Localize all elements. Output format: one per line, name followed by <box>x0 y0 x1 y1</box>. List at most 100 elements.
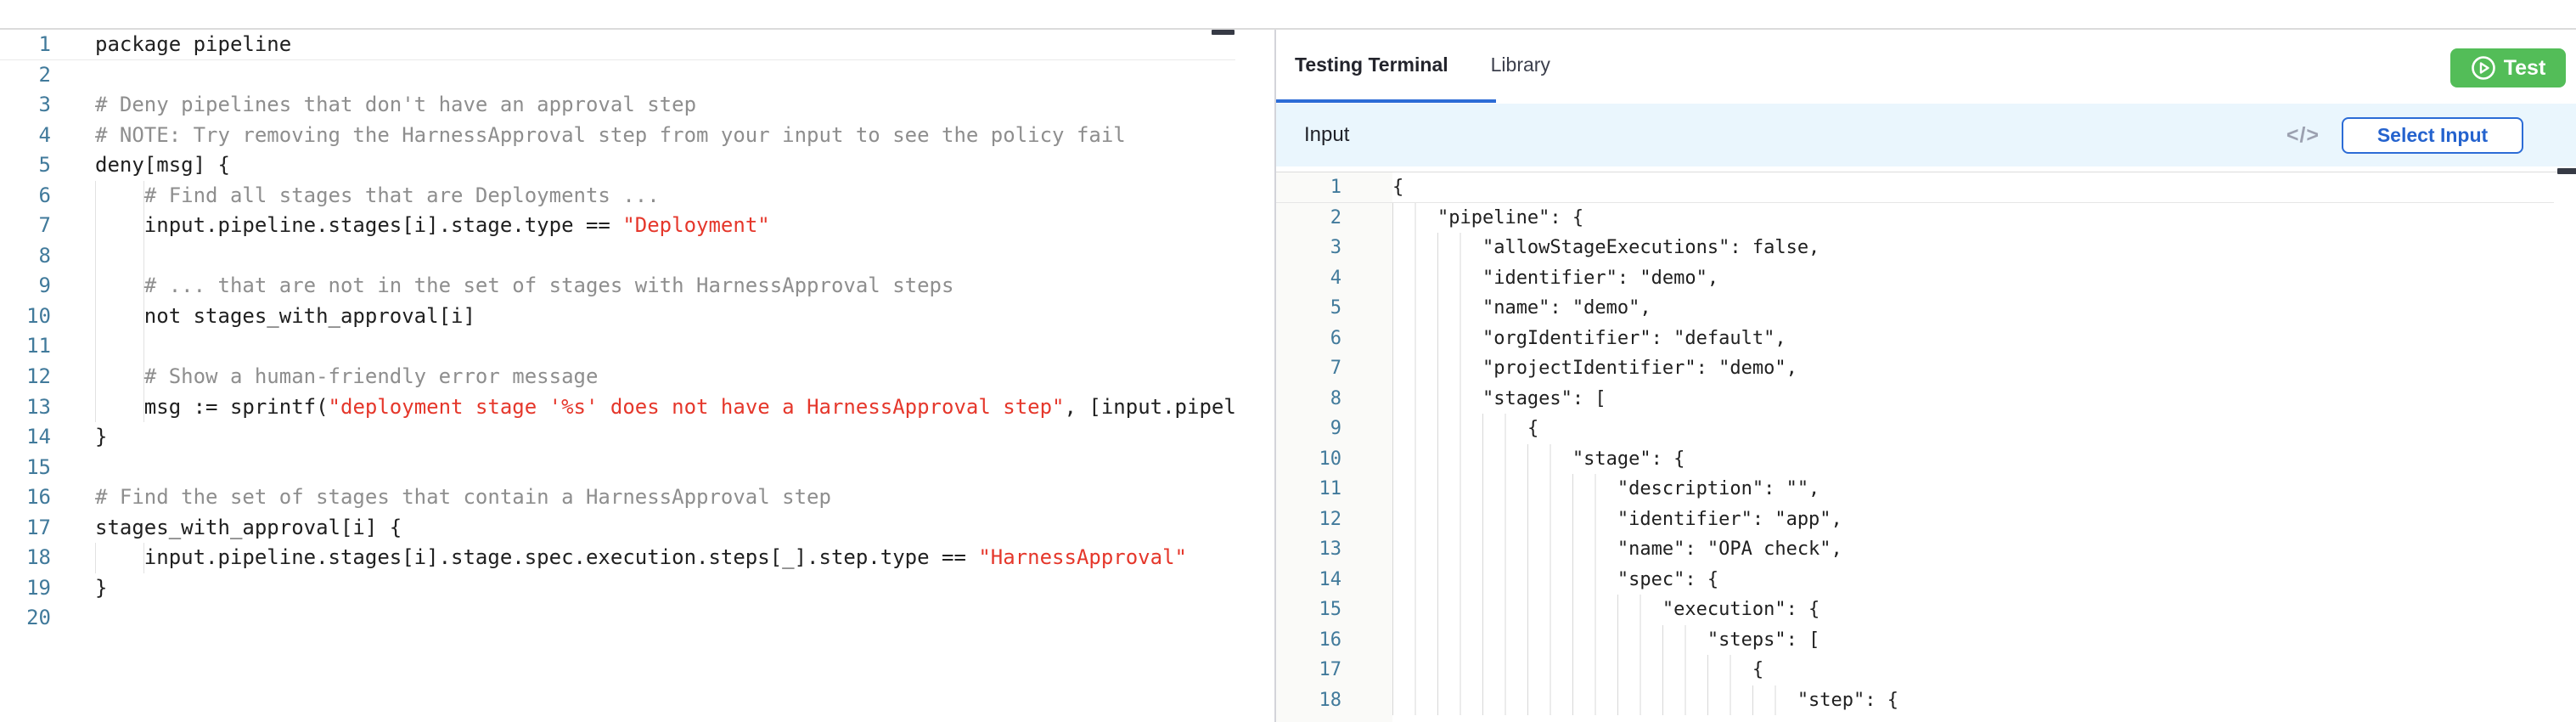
line-number: 4 <box>1330 267 1341 289</box>
code-token-code: msg := sprintf( <box>143 394 329 419</box>
code-line: 17 { <box>1276 655 2576 685</box>
code-line: 5 deny[msg] { <box>0 150 1274 181</box>
line-number: 13 <box>1319 539 1342 560</box>
code-line: 7 "projectIdentifier": "demo", <box>1276 353 2576 384</box>
test-button[interactable]: Test <box>2450 48 2566 87</box>
code-token-code: deny[msg] { <box>95 153 230 178</box>
code-line: 2 <box>0 60 1274 91</box>
code-token-code: { <box>1752 659 1764 680</box>
input-section-header: Input </> Select Input <box>1276 104 2576 166</box>
select-input-button[interactable]: Select Input <box>2342 116 2523 154</box>
code-token-comment: # NOTE: Try removing the HarnessApproval… <box>95 122 1126 147</box>
line-number: 4 <box>38 122 51 147</box>
tab-library[interactable]: Library <box>1490 53 1550 76</box>
line-number: 14 <box>1319 568 1342 590</box>
code-token-code: "spec": { <box>1617 568 1719 590</box>
indent-guides <box>95 392 144 423</box>
line-number: 7 <box>1330 358 1341 379</box>
line-number: 18 <box>1319 689 1342 711</box>
code-token-code: { <box>1392 177 1404 198</box>
code-token-code: "name": "OPA check", <box>1617 539 1842 560</box>
indent-guides <box>1392 534 1617 565</box>
pane-divider[interactable] <box>1274 30 1276 722</box>
line-number: 15 <box>1319 599 1342 620</box>
scrollbar-thumb[interactable] <box>2557 168 2576 174</box>
code-token-code: package pipeline <box>95 32 292 56</box>
code-line: 8 "stages": [ <box>1276 383 2576 414</box>
line-number: 6 <box>38 183 51 207</box>
code-line: 9# ... that are not in the set of stages… <box>0 271 1274 302</box>
line-number: 1 <box>38 32 51 56</box>
line-number: 16 <box>1319 629 1342 651</box>
line-number: 18 <box>26 545 51 570</box>
input-editor-gutter <box>1276 172 1392 722</box>
code-line: 8 <box>0 240 1274 272</box>
line-number: 17 <box>1319 659 1342 680</box>
line-number: 5 <box>38 153 51 178</box>
testing-terminal-panel: Testing Terminal Library Test Input </> … <box>1276 30 2576 722</box>
indent-guides <box>1392 655 1752 685</box>
line-number: 9 <box>38 274 51 298</box>
line-number: 8 <box>1330 387 1341 409</box>
line-number: 9 <box>1330 418 1341 439</box>
tab-testing-terminal[interactable]: Testing Terminal <box>1295 53 1448 76</box>
line-number: 11 <box>26 334 51 358</box>
code-token-code: "orgIdentifier": "default", <box>1482 327 1786 349</box>
line-number: 14 <box>26 425 51 449</box>
code-token-comment: # Deny pipelines that don't have an appr… <box>95 93 697 117</box>
line-number: 13 <box>26 394 51 419</box>
code-line: 4 "identifier": "demo", <box>1276 262 2576 293</box>
line-number: 5 <box>1330 297 1341 319</box>
top-strip <box>0 0 2576 30</box>
indent-guides <box>1392 504 1617 534</box>
test-button-label: Test <box>2503 55 2546 80</box>
line-number: 10 <box>26 303 51 328</box>
code-token-comment: # Find the set of stages that contain a … <box>95 485 831 510</box>
code-line: 14} <box>0 422 1274 453</box>
code-token-code: "projectIdentifier": "demo", <box>1482 358 1797 379</box>
code-token-code: { <box>1527 418 1539 439</box>
line-number: 12 <box>26 364 51 389</box>
code-token-code: "description": "", <box>1617 478 1820 499</box>
code-token-code: "stage": { <box>1572 448 1685 470</box>
indent-guides <box>1392 202 1437 233</box>
indent-guides <box>1392 443 1572 474</box>
code-view-icon[interactable]: </> <box>2286 122 2320 147</box>
line-number: 15 <box>26 454 51 479</box>
scrollbar-thumb[interactable] <box>1212 30 1235 35</box>
tabs-bar: Testing Terminal Library <box>1276 30 2576 99</box>
line-number: 19 <box>26 575 51 600</box>
code-line: 18 "step": { <box>1276 685 2576 715</box>
indent-guides <box>1392 564 1617 595</box>
line-number: 12 <box>1319 508 1342 530</box>
indent-guides <box>1392 624 1707 655</box>
code-line: 12 # Show a human-friendly error message <box>0 362 1274 392</box>
code-line: 16 # Find the set of stages that contain … <box>0 482 1274 513</box>
input-section-title: Input <box>1304 123 1350 146</box>
code-token-code: "stages": [ <box>1482 387 1606 409</box>
indent-guides <box>1392 353 1482 384</box>
code-line: 16"steps": [ <box>1276 624 2576 655</box>
input-json-lines[interactable]: 1{2"pipeline": {3"allowStageExecutions":… <box>1276 172 2576 715</box>
code-token-code: "step": { <box>1797 689 1899 711</box>
code-token-code: } <box>95 425 108 449</box>
line-number: 11 <box>1319 478 1342 499</box>
line-number: 7 <box>38 213 51 238</box>
indent-guides <box>1392 595 1662 625</box>
code-token-comment: # Show a human-friendly error message <box>143 364 599 389</box>
indent-guides <box>95 271 144 302</box>
indent-guides <box>1392 474 1617 505</box>
indent-guides <box>1392 383 1482 414</box>
code-token-comment: # Find all stages that are Deployments .… <box>143 183 660 207</box>
line-number: 16 <box>26 485 51 510</box>
code-line: 11 "description": "", <box>1276 474 2576 505</box>
code-token-code: "identifier": "demo", <box>1482 267 1719 289</box>
code-line: 10"stage": { <box>1276 443 2576 474</box>
